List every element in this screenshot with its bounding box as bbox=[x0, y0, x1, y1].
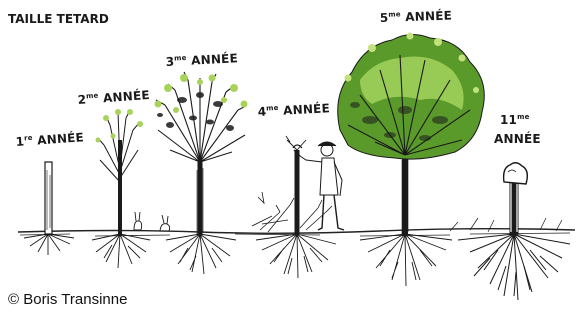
svg-text:5me ANNÉE: 5me ANNÉE bbox=[380, 7, 453, 25]
stage-1-roots bbox=[24, 234, 74, 255]
svg-text:ANNÉE: ANNÉE bbox=[494, 131, 541, 146]
svg-text:11me: 11me bbox=[500, 113, 530, 127]
gardener-figure bbox=[294, 142, 344, 230]
rabbit-figures bbox=[134, 212, 170, 231]
stage-3-tree bbox=[155, 72, 248, 274]
copyright-credit: © Boris Transinne bbox=[8, 291, 127, 308]
stage-label-2: 2me ANNÉE bbox=[77, 87, 150, 107]
stage-label-1: 1re ANNÉE bbox=[15, 129, 84, 149]
svg-text:4me ANNÉE: 4me ANNÉE bbox=[257, 100, 330, 119]
stage-4-roots bbox=[256, 234, 336, 278]
stage-5-roots bbox=[360, 234, 452, 286]
stage-label-3: 3me ANNÉE bbox=[165, 50, 238, 69]
svg-text:2me ANNÉE: 2me ANNÉE bbox=[77, 87, 150, 107]
stage-2-tree bbox=[92, 109, 170, 268]
stage-1-tree bbox=[24, 162, 74, 255]
pollard-knob bbox=[504, 163, 528, 184]
stage-2-roots bbox=[92, 234, 150, 268]
pruned-branches bbox=[252, 192, 332, 232]
stage-11-tree bbox=[450, 163, 570, 300]
stage-label-11: 11me ANNÉE bbox=[494, 113, 541, 146]
stage-3-roots bbox=[166, 234, 236, 274]
stage-4-tree bbox=[252, 136, 344, 278]
svg-text:3me ANNÉE: 3me ANNÉE bbox=[165, 50, 238, 69]
stage-11-roots bbox=[458, 234, 570, 300]
stage-label-5: 5me ANNÉE bbox=[380, 7, 453, 25]
stage-5-tree bbox=[338, 33, 485, 287]
illustration-title: TAILLE TETARD bbox=[8, 12, 109, 26]
stage-label-4: 4me ANNÉE bbox=[257, 100, 330, 119]
svg-text:1re ANNÉE: 1re ANNÉE bbox=[15, 129, 84, 149]
